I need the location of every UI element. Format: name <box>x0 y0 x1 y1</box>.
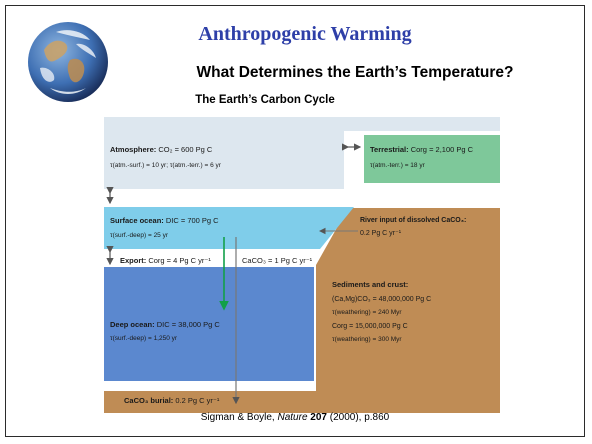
atmosphere-box <box>104 117 500 189</box>
slide-subtitle: What Determines the Earth’s Temperature? <box>196 64 514 81</box>
caco3-export-label: CaCO₃ = 1 Pg C yr⁻¹ <box>242 256 313 265</box>
citation-authors: Sigman & Boyle, <box>200 412 278 423</box>
slide-border <box>5 5 585 437</box>
citation-journal: Nature <box>277 412 308 423</box>
sediments-box <box>104 208 500 413</box>
sediments-carbonate-stock: (Ca,Mg)CO₃ = 48,000,000 Pg C <box>332 296 431 303</box>
citation-volume: 207 <box>307 412 327 423</box>
deep-ocean-residence-time: τ(surf.-deep) = 1,250 yr <box>110 335 178 342</box>
river-input-label: River input of dissolved CaCO₃: <box>360 217 466 224</box>
sediments-organic-stock: Corg = 15,000,000 Pg C <box>332 323 408 330</box>
carbon-cycle-diagram: Atmosphere: CO₂ = 600 Pg C τ(atm.-surf.)… <box>104 117 500 413</box>
citation-pages: (2000), p.860 <box>326 412 390 423</box>
sediments-organic-weathering: τ(weathering) = 300 Myr <box>332 336 402 343</box>
caco3-burial-label: CaCO₃ burial: 0.2 Pg C yr⁻¹ <box>124 396 220 405</box>
terrestrial-label: Terrestrial: Corg = 2,100 Pg C <box>370 145 474 154</box>
terrestrial-box <box>364 135 500 183</box>
export-label: Export: Corg = 4 Pg C yr⁻¹ <box>120 256 211 265</box>
citation: Sigman & Boyle, Nature 207 (2000), p.860 <box>40 412 550 423</box>
atmosphere-label: Atmosphere: CO₂ = 600 Pg C <box>110 145 213 154</box>
river-input-value: 0.2 Pg C yr⁻¹ <box>360 230 402 237</box>
deep-ocean-label: Deep ocean: DIC = 38,000 Pg C <box>110 320 220 329</box>
surface-ocean-residence-time: τ(surf.-deep) = 25 yr <box>110 232 169 239</box>
surface-ocean-label: Surface ocean: DIC = 700 Pg C <box>110 216 219 225</box>
diagram-caption: The Earth’s Carbon Cycle <box>195 94 335 106</box>
slide-title: Anthropogenic Warming <box>198 23 412 45</box>
surface-ocean-box <box>104 207 354 249</box>
terrestrial-residence-time: τ(atm.-terr.) = 18 yr <box>370 162 426 169</box>
sediments-title: Sediments and crust: <box>332 280 408 289</box>
earth-globe-image <box>28 22 108 102</box>
atmosphere-residence-times: τ(atm.-surf.) = 10 yr; τ(atm.-terr.) = 6… <box>110 162 222 169</box>
deep-ocean-box <box>104 267 314 381</box>
sediments-carbonate-weathering: τ(weathering) = 240 Myr <box>332 309 402 316</box>
